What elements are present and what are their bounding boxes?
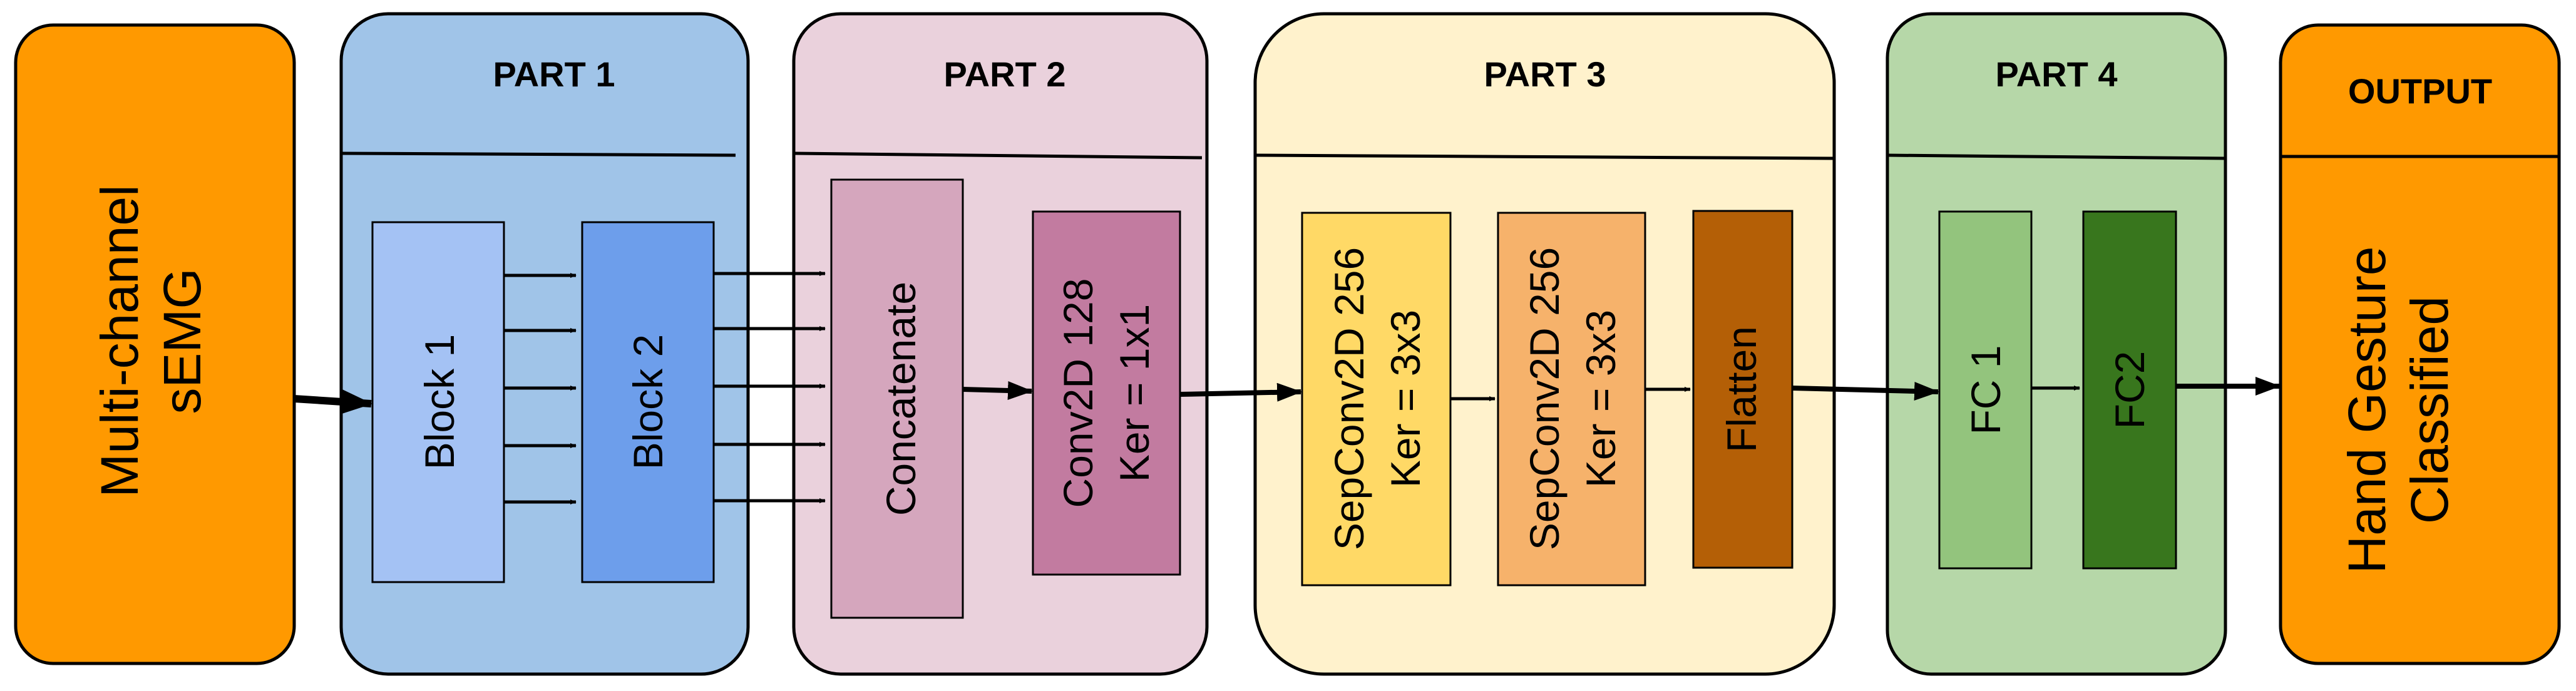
conv2d-label-line2: Ker = 1x1 [1111, 304, 1157, 482]
flatten-to-fc1-arrow [1792, 382, 1939, 401]
main-flow-arrows [294, 377, 2281, 414]
fc1-label: FC 1 [1963, 345, 2009, 434]
input-label-line1: Multi-channel [90, 185, 149, 498]
sepconv2-label-line1: SepConv2D 256 [1521, 247, 1568, 550]
fc2-block: FC2 [2082, 210, 2177, 570]
block1: Block 1 [371, 221, 505, 583]
concatenate-label: Concatenate [878, 282, 924, 516]
block2-to-concat-arrows [714, 271, 826, 503]
flatten-label: Flatten [1718, 326, 1765, 453]
input-box: Multi-channel sEMG [14, 23, 296, 665]
concat-to-conv-arrow [962, 381, 1033, 400]
conv2d-label-line1: Conv2D 128 [1055, 279, 1101, 508]
part2-panel: PART 2 Concatenate Conv2D 128 Ker = 1x1 [792, 12, 1209, 676]
part3-panel: PART 3 SepConv2D 256 Ker = 3x3 SepConv2D… [1253, 12, 1836, 676]
flatten-block: Flatten [1692, 210, 1793, 569]
block2-label: Block 2 [625, 334, 671, 469]
part1-panel: PART 1 Block 1 Block 2 [339, 12, 750, 676]
block1-label: Block 1 [416, 334, 463, 469]
part4-title: PART 4 [1996, 54, 2118, 94]
part4-panel: PART 4 FC 1 FC2 [1886, 12, 2227, 676]
conv-to-sepconv-arrow [1179, 382, 1302, 402]
output-box: OUTPUT Hand Gesture Classified [2279, 23, 2561, 665]
sepconv1-block: SepConv2D 256 Ker = 3x3 [1301, 212, 1452, 586]
concatenate-block: Concatenate [830, 178, 964, 619]
part3-title: PART 3 [1484, 54, 1606, 94]
conv2d-block: Conv2D 128 Ker = 1x1 [1032, 210, 1181, 576]
block2: Block 2 [581, 221, 715, 583]
output-label-line1: Hand Gesture [2337, 247, 2396, 574]
part1-title: PART 1 [493, 54, 615, 94]
sepconv1-label-line2: Ker = 3x3 [1382, 310, 1429, 488]
part2-title: PART 2 [944, 54, 1066, 94]
sepconv2-label-line2: Ker = 3x3 [1578, 310, 1624, 488]
input-label-line2: sEMG [153, 268, 212, 414]
sepconv2-block: SepConv2D 256 Ker = 3x3 [1497, 212, 1646, 586]
fc1-block: FC 1 [1938, 210, 2033, 570]
block1-to-block2-arrows [504, 273, 577, 504]
output-title: OUTPUT [2348, 71, 2492, 111]
fc2-label: FC2 [2106, 351, 2153, 429]
sepconv1-label-line1: SepConv2D 256 [1326, 247, 1372, 550]
output-label-line2: Classified [2400, 296, 2459, 524]
input-to-block1-arrow [294, 389, 372, 414]
